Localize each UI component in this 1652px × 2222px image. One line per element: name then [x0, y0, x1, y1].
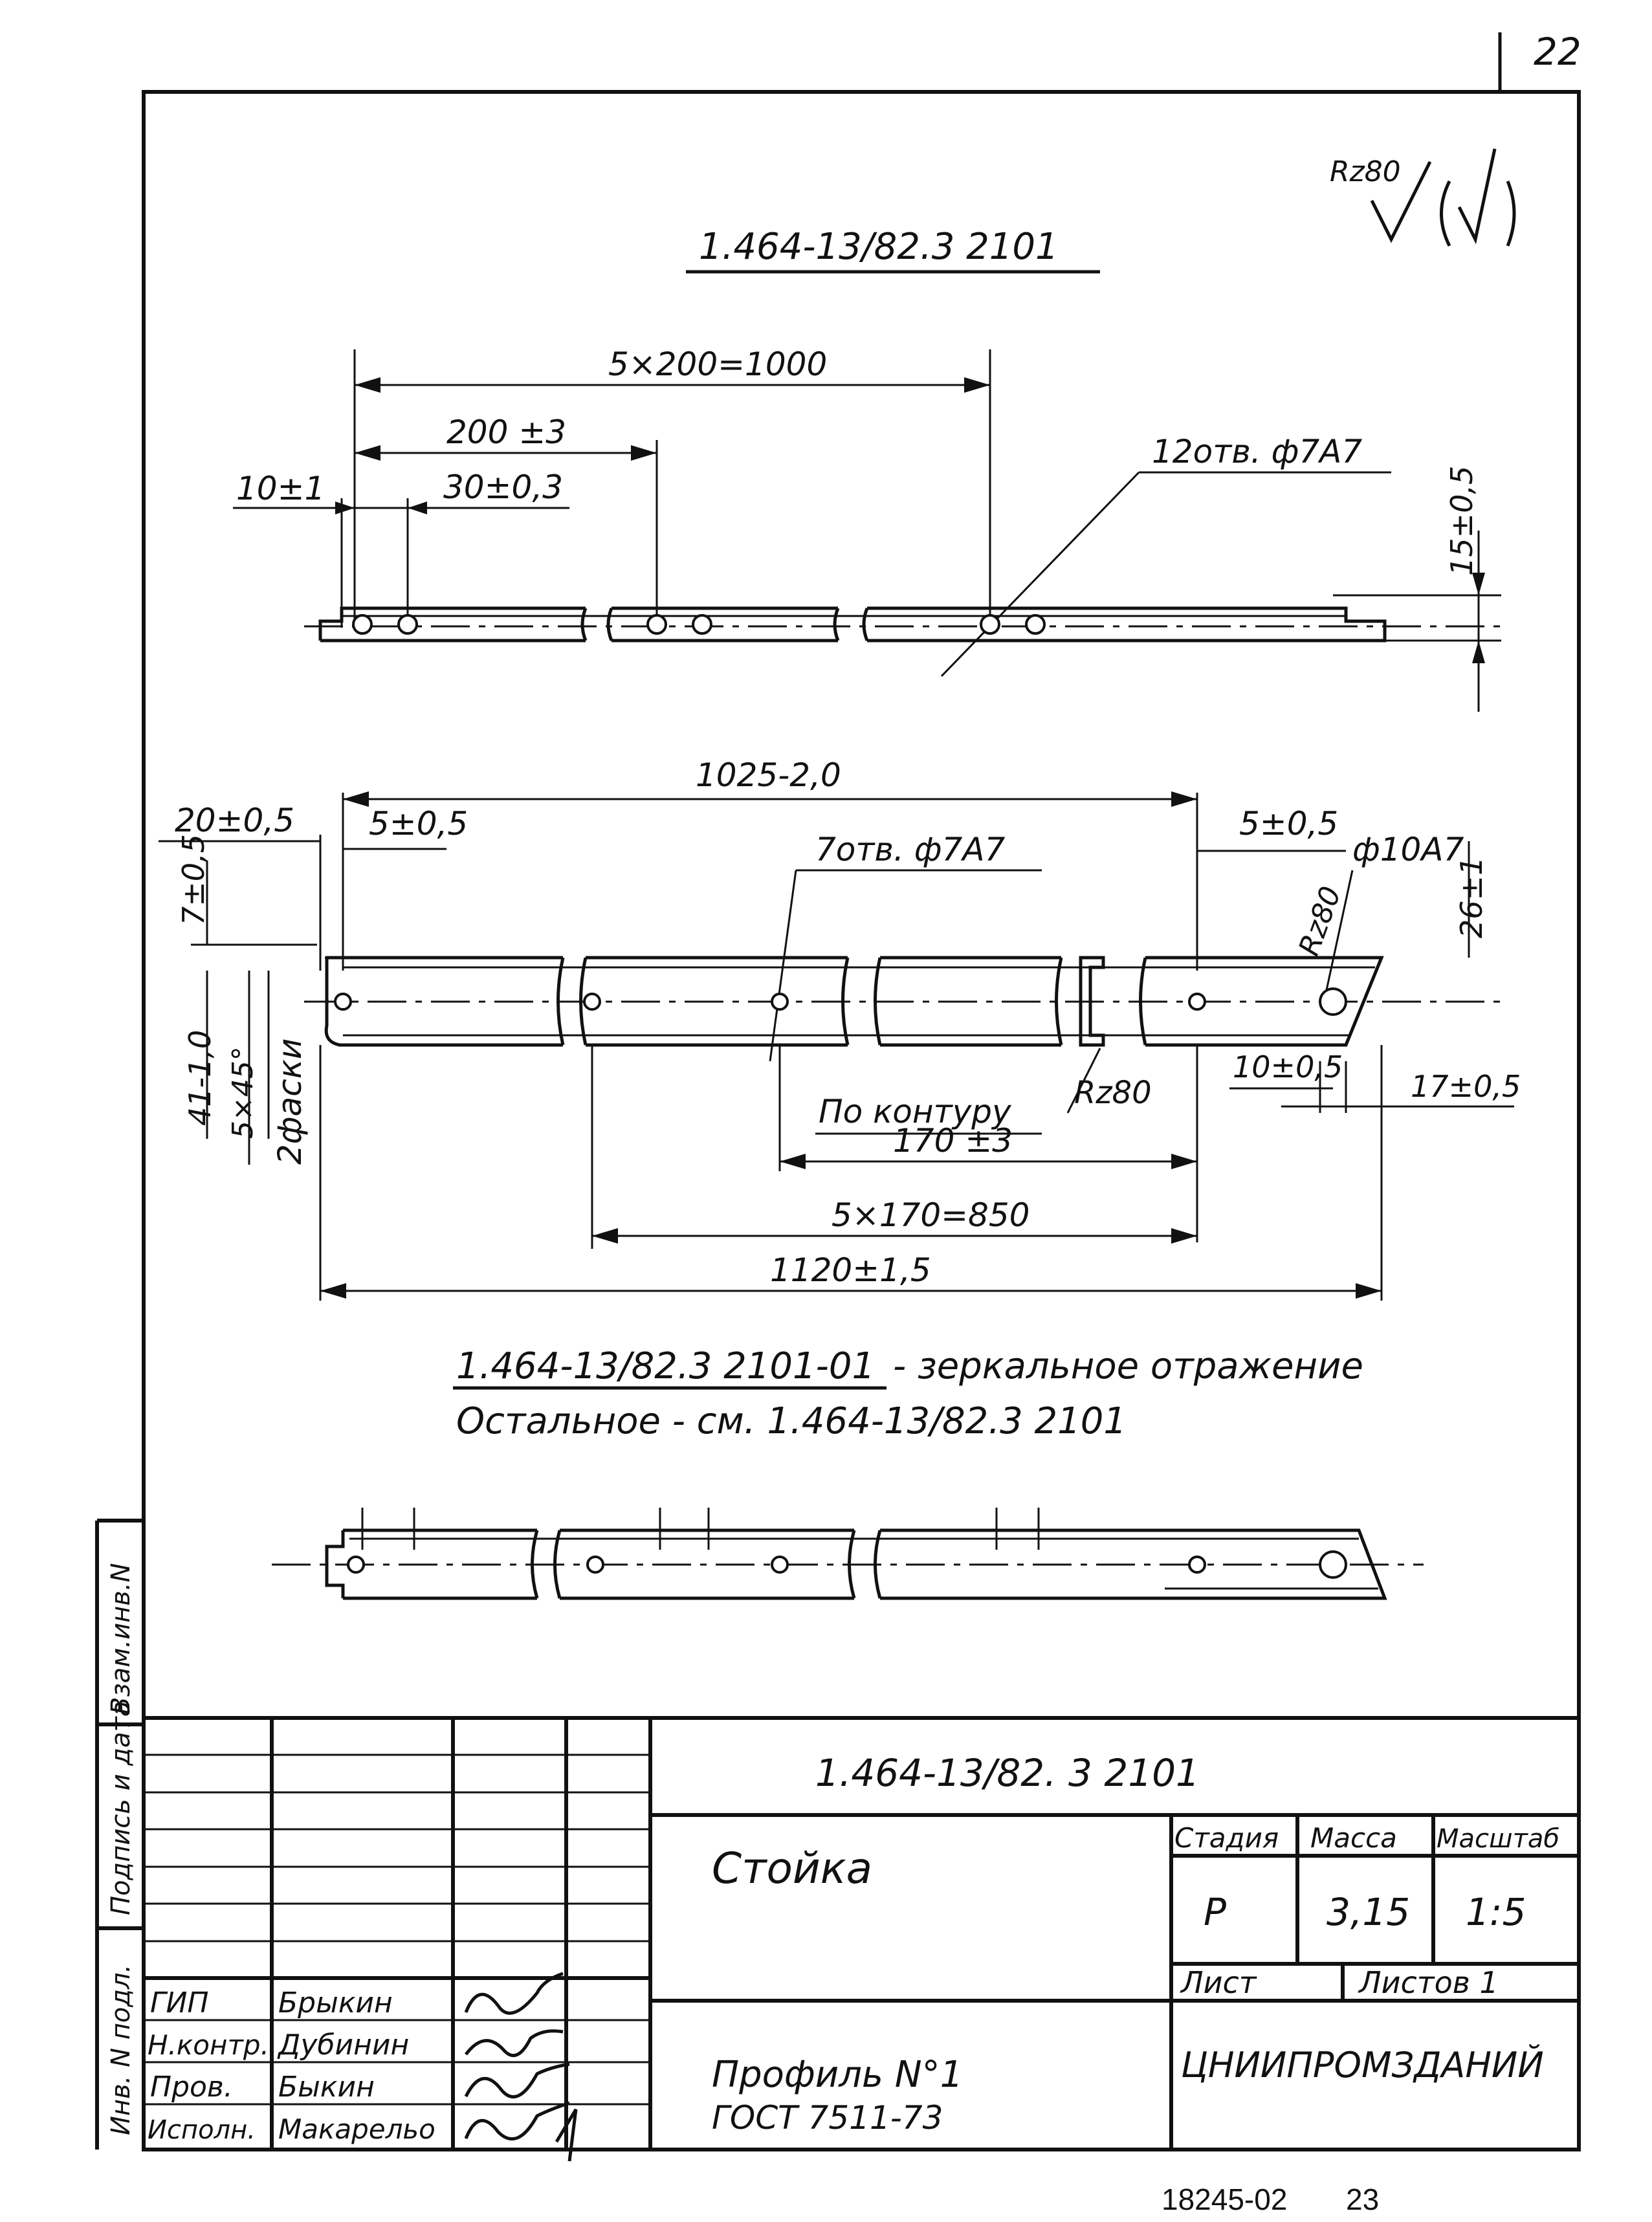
view2-dim-right-hole: 10±0,5	[1233, 1050, 1343, 1084]
corner-page-number: 22	[1534, 30, 1581, 74]
mass-value: 3,15	[1327, 1890, 1410, 1934]
mass-label: Масса	[1310, 1822, 1397, 1854]
name-prov: Быкин	[278, 2071, 375, 2104]
signatures	[464, 1972, 578, 2162]
name-gip: Брыкин	[278, 1986, 393, 2019]
view2-rough-chamfer: Rz80	[1292, 882, 1347, 960]
mirror-note: 1.464-13/82.3 2101-01 - зеркальное отраж…	[453, 1345, 1363, 1442]
view2-dim-left-off: 5±0,5	[369, 805, 468, 842]
view2-dim-pitch: 170 ±3	[893, 1122, 1013, 1160]
view2-dim-overall: 1120±1,5	[770, 1251, 931, 1289]
sheet-label: Лист	[1180, 1965, 1257, 2000]
title-block: ГИП Брыкин Н.контр. Дубинин Пров. Быкин …	[144, 1716, 1579, 2162]
material-line2: ГОСТ 7511-73	[712, 2099, 943, 2137]
side-stamp-replace: Взам.инв.N	[106, 1563, 136, 1715]
side-stamp-inv: Инв. N подл.	[106, 1964, 136, 2135]
view2-dim-overall-holes: 1025-2,0	[696, 756, 841, 794]
view2-dim-right-h: 26±1	[1454, 857, 1489, 938]
view2-hole-big: ф10А7	[1352, 831, 1464, 868]
view-2: 1025-2,0 20±0,5 5±0,5 7отв. ф7А7 5±0,5 ф…	[159, 756, 1521, 1301]
role-nkontr: Н.контр.	[148, 2029, 269, 2061]
view2-contour-note: По контуру	[819, 1093, 1012, 1130]
role-prov: Пров.	[150, 2071, 233, 2104]
material-line1: Профиль N°1	[712, 2054, 963, 2096]
view2-dim-depth: 41-1,0	[182, 1030, 217, 1126]
view1-dim-total: 5×200=1000	[608, 346, 827, 383]
roughness-label: Rz80	[1330, 155, 1401, 188]
mirror-rest-note: Остальное - см. 1.464-13/82.3 2101	[456, 1400, 1127, 1442]
view1-dim-pair: 30±0,3	[443, 468, 563, 506]
scale-value: 1:5	[1466, 1890, 1526, 1934]
footer-page: 23	[1346, 2183, 1379, 2216]
mirror-suffix: - зеркальное отражение	[893, 1345, 1363, 1387]
view2-dim-chamfer: 5×45°	[226, 1046, 259, 1139]
view2-dim-total: 5×170=850	[832, 1196, 1030, 1234]
stage-value: Р	[1204, 1890, 1226, 1934]
title-designation: 1.464-13/82. 3 2101	[815, 1751, 1200, 1795]
view1-dim-height: 15±0,5	[1444, 466, 1479, 576]
stage-label: Стадия	[1174, 1822, 1279, 1854]
role-gip: ГИП	[150, 1986, 209, 2019]
scale-label: Масштаб	[1437, 1824, 1559, 1854]
view2-dim-left-edge: 20±0,5	[175, 802, 294, 839]
view1-dim-edge: 10±1	[236, 470, 325, 507]
view-1: 1.464-13/82.3 2101 5×200=1000 200 ±3 10±…	[233, 226, 1501, 712]
side-stamp: Инв. N подл. Подпись и дата Взам.инв.N	[95, 1519, 144, 2150]
part-name: Стойка	[712, 1843, 872, 1893]
view1-title: 1.464-13/82.3 2101	[699, 226, 1059, 268]
view2-dim-top: 7±0,5	[176, 834, 211, 925]
view-3	[272, 1508, 1424, 1600]
view2-chamfer-count: 2фаски	[271, 1039, 309, 1165]
name-ispoln: Макарельо	[278, 2113, 435, 2145]
drawing-frame	[142, 90, 1581, 2151]
view2-dim-right-off: 5±0,5	[1239, 805, 1338, 842]
name-nkontr: Дубинин	[277, 2029, 409, 2062]
organization: ЦНИИПРОМЗДАНИЙ	[1181, 2045, 1544, 2085]
view2-holes-note: 7отв. ф7А7	[815, 831, 1006, 868]
roughness-mark: Rz80	[1330, 148, 1516, 247]
sheets-label: Листов 1	[1358, 1965, 1499, 2000]
role-ispoln: Исполн.	[148, 2115, 256, 2145]
mirror-designation: 1.464-13/82.3 2101-01	[456, 1345, 875, 1387]
side-stamp-sign: Подпись и дата	[106, 1701, 136, 1915]
view1-holes-note: 12отв. ф7А7	[1152, 433, 1362, 470]
archive-number: 18245-02	[1162, 2183, 1287, 2216]
view1-dim-pitch: 200 ±3	[446, 413, 566, 451]
view2-dim-right-end: 17±0,5	[1411, 1069, 1521, 1104]
view2-contour-rough: Rz80	[1074, 1075, 1152, 1111]
